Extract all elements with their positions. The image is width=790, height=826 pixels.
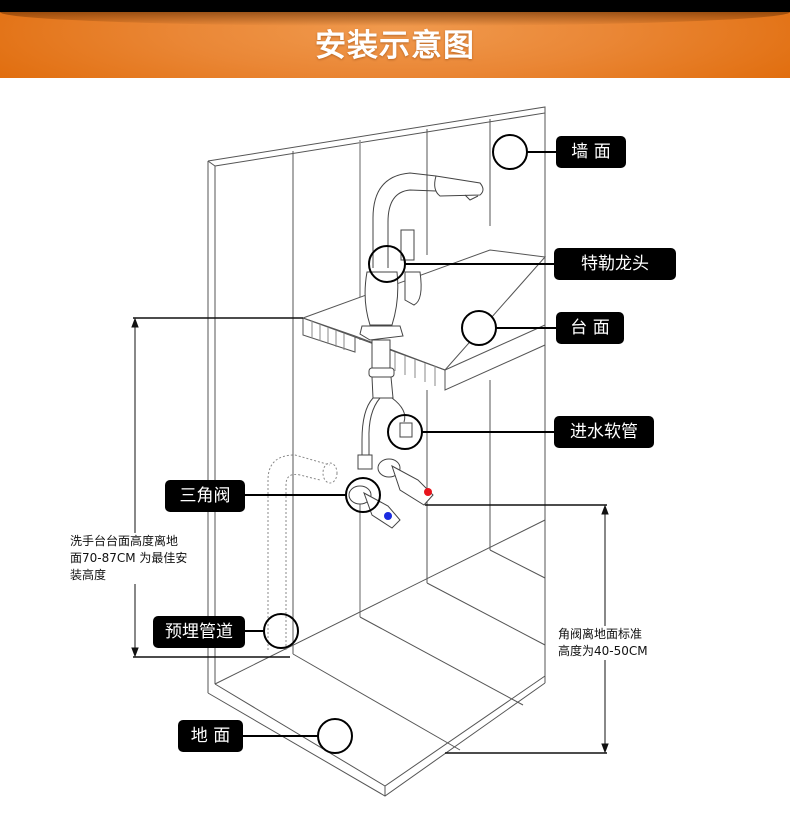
countertop-callout-circle	[461, 310, 497, 346]
cold-valve-marker	[384, 512, 392, 520]
floor-label: 地 面	[178, 720, 243, 752]
valve-height-note: 角阀离地面标准 高度为40-50CM	[558, 626, 663, 660]
wall-label: 墙 面	[556, 136, 626, 168]
floor	[207, 519, 546, 797]
wall	[207, 106, 546, 693]
angle-valves	[348, 458, 434, 529]
faucet	[359, 172, 484, 399]
inlet-hose-label: 进水软管	[554, 416, 654, 448]
header-banner: 安装示意图	[0, 0, 790, 78]
embedded-pipe-label: 预埋管道	[153, 616, 245, 648]
angle-valve-label: 三角阀	[165, 480, 245, 512]
header-shadow	[0, 12, 790, 26]
embedded-pipe	[267, 454, 338, 650]
countertop-height-note: 洗手台台面高度离地 面70-87CM 为最佳安 装高度	[70, 533, 200, 584]
countertop-slab	[301, 249, 547, 391]
hot-valve-marker	[424, 488, 432, 496]
countertop-height-dimension	[131, 317, 303, 658]
faucet-label: 特勒龙头	[554, 248, 676, 280]
page-title: 安装示意图	[315, 28, 475, 64]
floor-callout-circle	[317, 718, 353, 754]
inlet-hoses	[357, 397, 413, 470]
header-top-bar	[0, 0, 790, 12]
wall-callout-circle	[492, 134, 528, 170]
countertop-label: 台 面	[556, 312, 624, 344]
